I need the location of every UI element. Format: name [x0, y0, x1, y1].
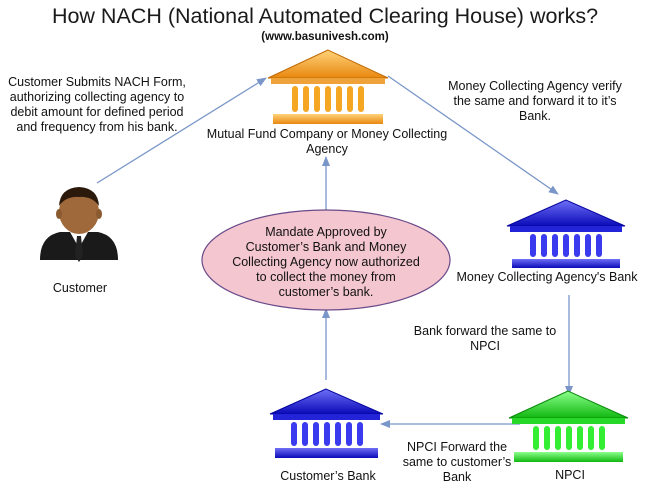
mandate-ellipse: [201, 209, 451, 311]
page-subtitle: (www.basunivesh.com): [261, 31, 389, 43]
npci-building-icon: [508, 390, 629, 462]
mandate-approved-text: Mandate Approved by Customer’s Bank and …: [232, 225, 420, 299]
arrow-customer-to-fund: [96, 77, 267, 184]
customer-person-icon: [40, 187, 118, 262]
mutual-fund-building-icon: [267, 49, 389, 124]
mutual-fund-label: Mutual Fund Company or Money Collecting …: [206, 127, 448, 156]
customer-label: Customer: [52, 281, 108, 295]
step-agency-verify-text: Money Collecting Agency verify the same …: [448, 79, 622, 123]
step-bank-forward-text: Bank forward the same to NPCI: [413, 324, 557, 353]
agency-bank-building-icon: [506, 199, 626, 268]
page-title: How NACH (National Automated Clearing Ho…: [51, 4, 599, 28]
npci-label: NPCI: [555, 468, 585, 482]
step-submit-form-text: Customer Submits NACH Form, authorizing …: [8, 75, 186, 134]
customers-bank-building-icon: [269, 388, 384, 458]
arrow-fund-to-agency-bank: [387, 75, 559, 195]
agency-bank-label: Money Collecting Agency's Bank: [456, 270, 638, 284]
step-npci-forward-text: NPCI Forward the same to customer’s Bank: [402, 440, 512, 484]
customers-bank-label: Customer’s Bank: [280, 469, 376, 483]
